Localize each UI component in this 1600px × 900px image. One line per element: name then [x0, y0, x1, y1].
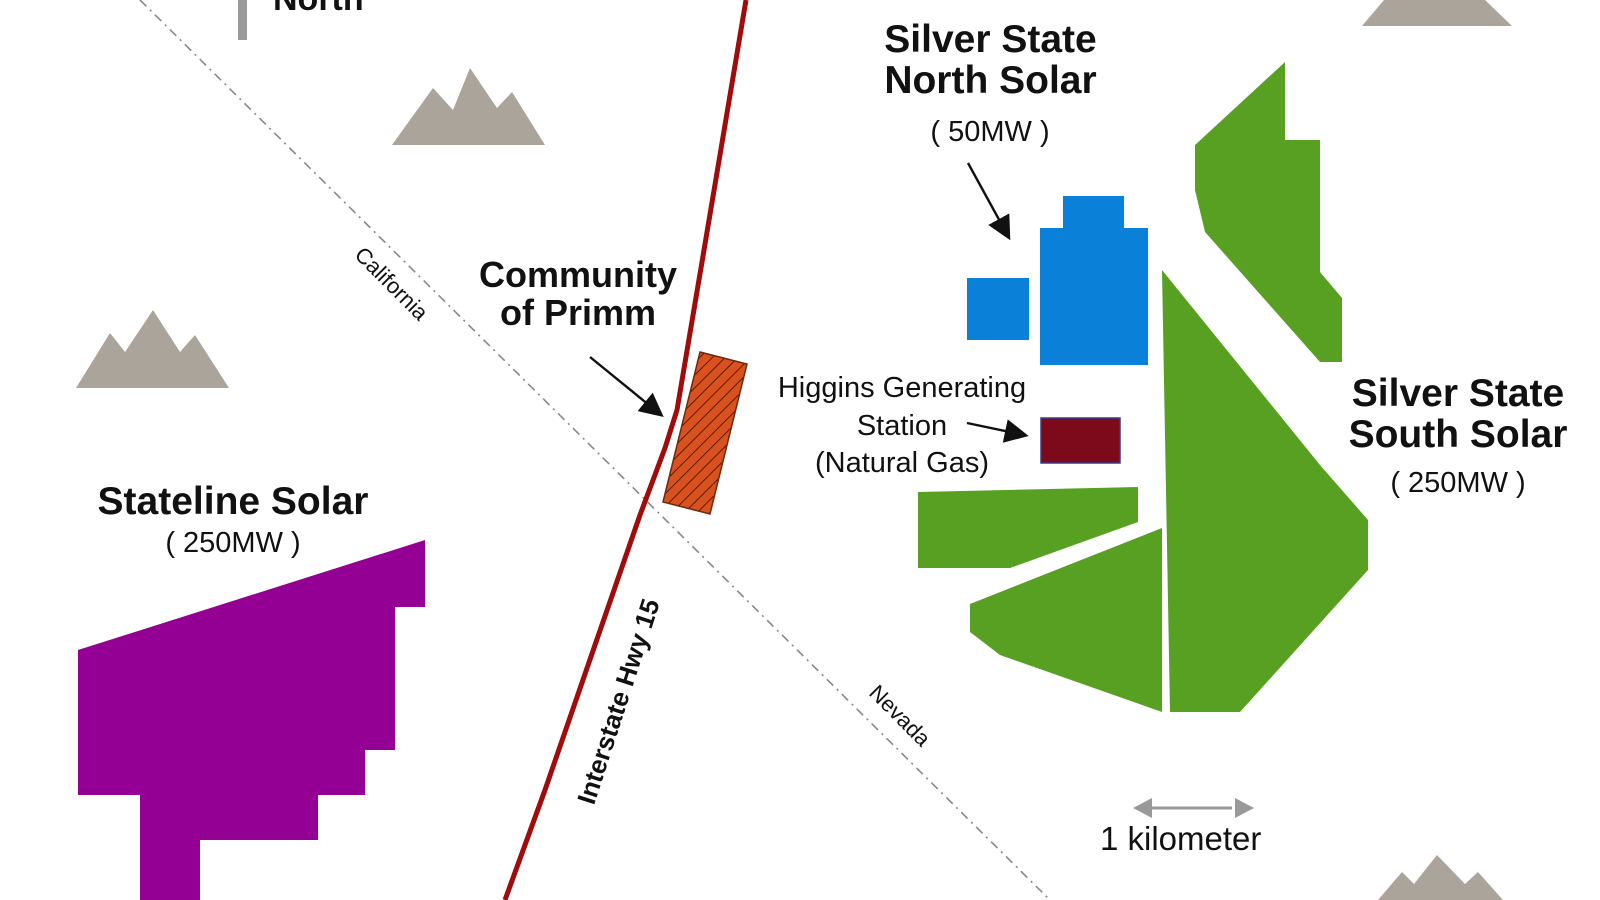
scale-bar-icon: [1133, 798, 1254, 818]
silver-north-label: Silver State North Solar: [858, 18, 1123, 102]
state-border-line: [139, 0, 1051, 900]
primm-label-line1: Community: [479, 254, 677, 295]
silver-south-line2: South Solar: [1348, 412, 1568, 456]
stateline-capacity: ( 250MW ): [165, 527, 301, 559]
stateline-solar-field: [78, 540, 425, 900]
primm-community-area: [662, 351, 748, 515]
silver-south-capacity: ( 250MW ): [1390, 467, 1526, 499]
higgins-line1: Higgins Generating: [777, 372, 1027, 404]
primm-label-line2: of Primm: [499, 291, 657, 333]
mountain-icon: [1362, 0, 1512, 26]
mountain-icon: [76, 310, 229, 388]
higgins-station-site: [1040, 417, 1121, 464]
silver-south-label: Silver State South Solar: [1328, 372, 1588, 456]
silver-north-line2: North Solar: [884, 58, 1097, 102]
pointer-arrow-icon: [589, 356, 664, 418]
interstate-15-road: [502, 0, 749, 900]
higgins-label: Higgins Generating Station (Natural Gas): [752, 370, 1052, 483]
silver-north-capacity: ( 50MW ): [930, 116, 1050, 148]
mountain-icon: [1378, 855, 1503, 900]
pointer-arrow-icon: [966, 162, 1011, 241]
mountain-icon: [392, 68, 545, 145]
higgins-line2: Station: [856, 409, 948, 442]
north-label: North: [273, 0, 364, 18]
north-arrow-icon: [238, 0, 247, 40]
primm-label: Community of Primm: [468, 256, 688, 332]
silver-state-south-solar-field: [918, 62, 1368, 712]
silver-state-north-solar-field: [967, 196, 1148, 365]
silver-south-line1: Silver State: [1351, 372, 1565, 415]
silver-north-line1: Silver State: [884, 18, 1097, 61]
higgins-line3: (Natural Gas): [814, 447, 990, 480]
stateline-label: Stateline Solar: [97, 480, 369, 523]
scale-label: 1 kilometer: [1100, 820, 1262, 857]
pointer-arrow-icon: [966, 419, 1029, 443]
